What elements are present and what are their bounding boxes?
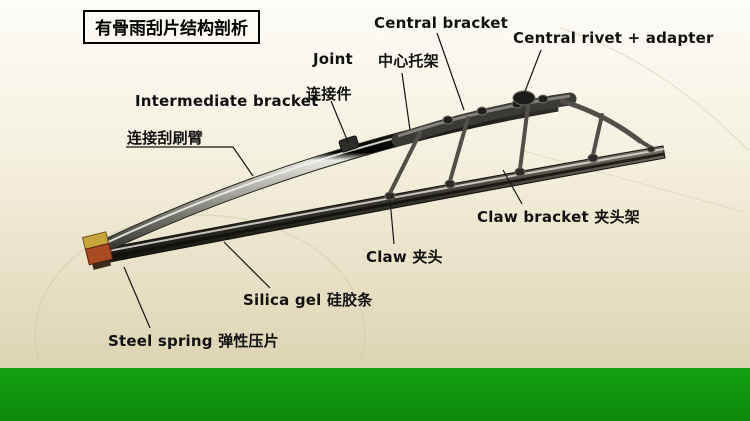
claw-brackets [388, 98, 652, 195]
label-joint-en: Joint [313, 50, 353, 68]
rivet [442, 115, 454, 125]
leader-line-central-bracket-zh [401, 72, 411, 131]
end-cap [81, 231, 114, 270]
label-central-rivet-adapter: Central rivet + adapter [513, 29, 714, 47]
claw-foot [587, 153, 599, 163]
page-title: 有骨雨刮片结构剖析 [95, 19, 248, 39]
label-central-bracket-en: Central bracket [374, 14, 508, 32]
label-intermediate-bracket-zh: 连接刮刷臂 [127, 129, 204, 147]
construction-arc [559, 27, 749, 151]
leader-line-central-bracket [436, 32, 465, 111]
leader-line-steel-spring [123, 266, 151, 329]
label-steel-spring: Steel spring 弹性压片 [108, 332, 279, 350]
end-cap-tip [92, 259, 112, 270]
rubber-core-line [98, 152, 665, 261]
label-claw-bracket: Claw bracket 夹头架 [477, 208, 640, 226]
claw-bracket-left [388, 131, 422, 195]
intermediate-bracket-arm [102, 98, 559, 253]
claw-foot [646, 145, 656, 153]
rivet [476, 106, 488, 116]
claw-foot [384, 191, 396, 201]
claw-feet [384, 145, 656, 201]
steel-spring-highlight [97, 148, 665, 254]
label-joint-zh: 连接件 [306, 85, 352, 103]
rivet [537, 94, 549, 104]
central-rivet-adapter-part [512, 90, 536, 106]
claw-bracket-far [591, 113, 604, 157]
label-silica-gel: Silica gel 硅胶条 [243, 291, 373, 309]
leader-line-claw [389, 199, 395, 245]
joint-part [338, 135, 360, 153]
leader-line-central-rivet [523, 49, 542, 95]
label-claw: Claw 夹头 [366, 248, 443, 266]
leader-line-claw-bracket [502, 169, 523, 205]
claw-bracket-mid [448, 116, 470, 183]
leader-line-silica-gel [223, 241, 271, 289]
claw-foot [444, 179, 456, 189]
leader-line-joint [330, 100, 349, 143]
claw-bracket-right [518, 104, 530, 171]
construction-lines [34, 27, 749, 421]
central-bracket-body [391, 92, 577, 147]
leader-line-intermediate-bracket [126, 146, 254, 177]
central-bracket-part [391, 90, 577, 147]
label-central-bracket-zh: 中心托架 [378, 52, 439, 70]
main-arm [102, 98, 559, 253]
title-box: 有骨雨刮片结构剖析 [83, 10, 260, 44]
label-intermediate-bracket-en: Intermediate bracket [135, 92, 319, 110]
leader-lines [123, 32, 542, 329]
construction-circle [34, 214, 366, 421]
footer-bar [0, 368, 750, 421]
claw-foot [514, 167, 526, 177]
construction-line [519, 149, 745, 213]
